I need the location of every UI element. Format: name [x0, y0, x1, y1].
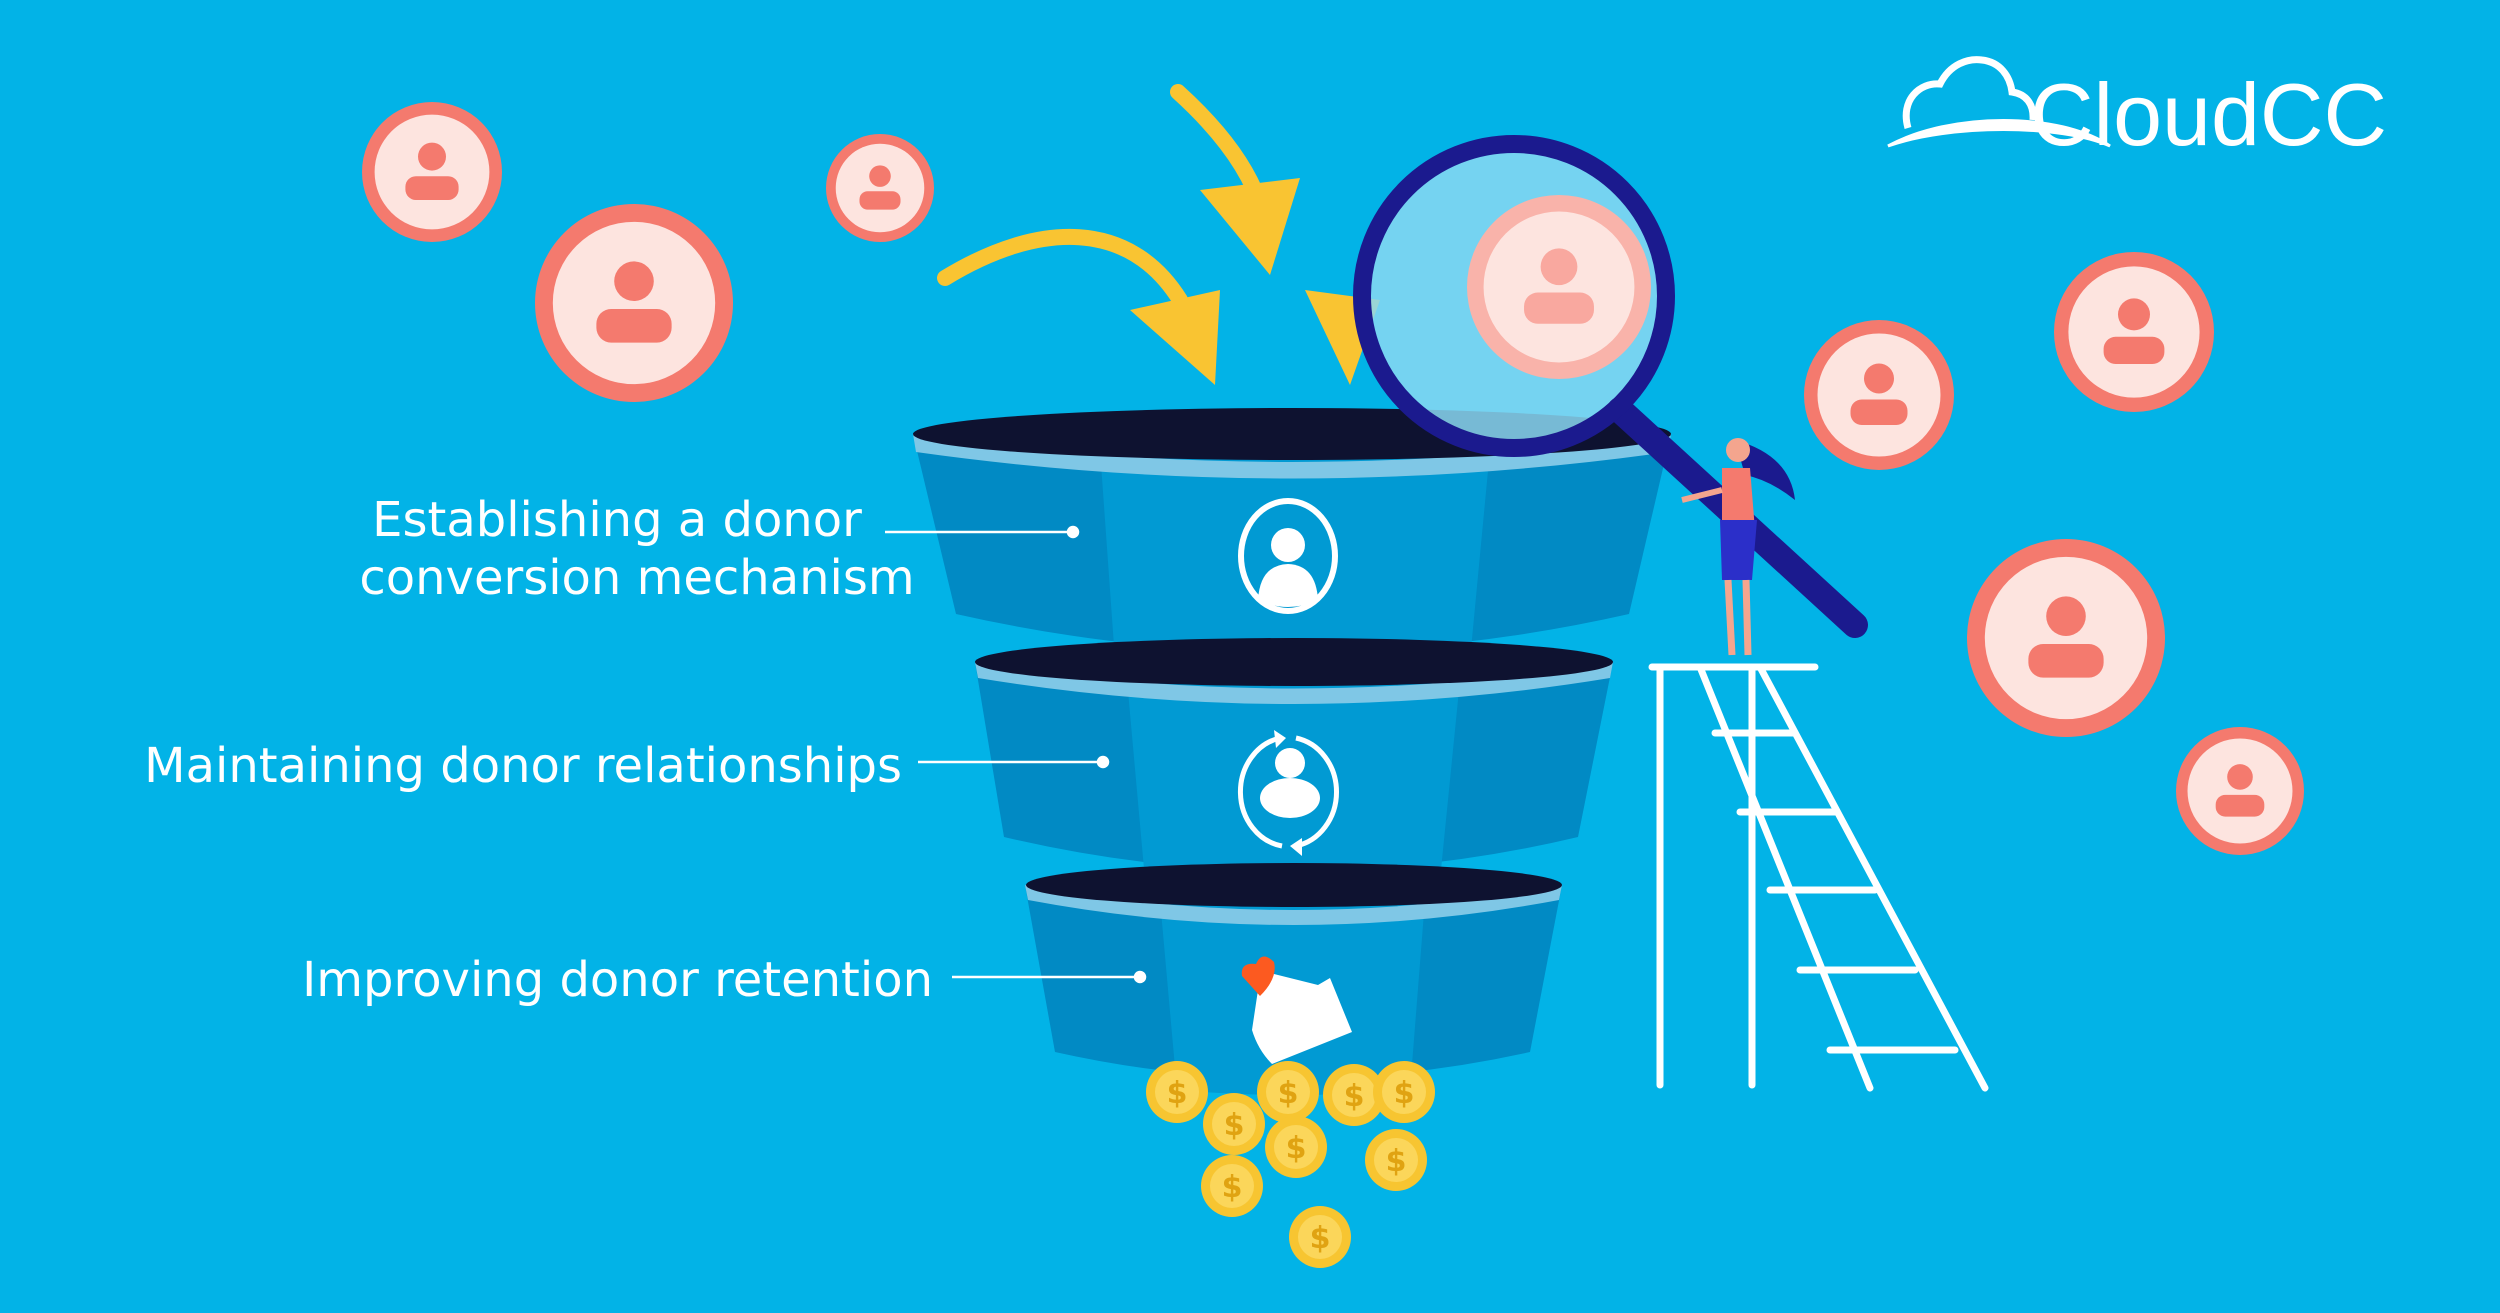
person-badge-icon: [535, 204, 733, 402]
woman-figure: [1681, 438, 1795, 656]
person-badge-icon: [826, 134, 934, 242]
svg-text:$: $: [1224, 1108, 1245, 1143]
stage-1-label-line-1: Establishing a donor: [372, 492, 862, 548]
svg-text:$: $: [1167, 1076, 1188, 1111]
svg-text:$: $: [1386, 1144, 1407, 1179]
coin-icon: $: [1146, 1061, 1208, 1123]
donor-badges: [362, 102, 2304, 855]
coin-icon: $: [1201, 1155, 1263, 1217]
coin-icon: $: [1365, 1129, 1427, 1191]
arrow-icon: [937, 228, 1188, 308]
svg-text:$: $: [1344, 1079, 1365, 1114]
cloudcc-logo: CloudCC: [1887, 56, 2387, 164]
funnel: [913, 408, 1671, 1095]
stage-3-label: Improving donor retention: [302, 952, 933, 1008]
incoming-arrows: [937, 84, 1380, 385]
svg-text:$: $: [1310, 1221, 1331, 1256]
svg-text:$: $: [1222, 1170, 1243, 1205]
coin-icon: $: [1203, 1093, 1265, 1155]
coin-icon: $: [1323, 1064, 1385, 1126]
coin-icon: $: [1289, 1206, 1351, 1268]
person-badge-icon: [2054, 252, 2214, 412]
person-badge-icon: [1467, 195, 1651, 379]
coin-icon: $: [1257, 1061, 1319, 1123]
cloud-icon: [1902, 56, 2037, 129]
svg-text:$: $: [1286, 1131, 1307, 1166]
person-badge-icon: [362, 102, 502, 242]
person-badge-icon: [2176, 727, 2304, 855]
stage-2-label: Maintaining donor relationships: [144, 738, 902, 794]
magnifying-glass: [1353, 135, 1868, 638]
svg-text:$: $: [1394, 1076, 1415, 1111]
user-refresh-icon: [1237, 730, 1339, 856]
person-badge-icon: [1967, 539, 2165, 737]
stage-1-label-line-2: conversion mechanism: [359, 550, 914, 606]
hand-heart-icon: [1241, 956, 1352, 1064]
brand-name: CloudCC: [2030, 65, 2387, 164]
svg-text:$: $: [1278, 1076, 1299, 1111]
person-badge-icon: [1804, 320, 1954, 470]
coins: $ $ $ $ $ $ $ $ $: [1146, 1061, 1435, 1268]
coin-icon: $: [1265, 1116, 1327, 1178]
user-circle-icon: [1238, 498, 1338, 614]
coin-icon: $: [1373, 1061, 1435, 1123]
ladder: [1648, 663, 1989, 1092]
connector-lines: [885, 525, 1147, 984]
